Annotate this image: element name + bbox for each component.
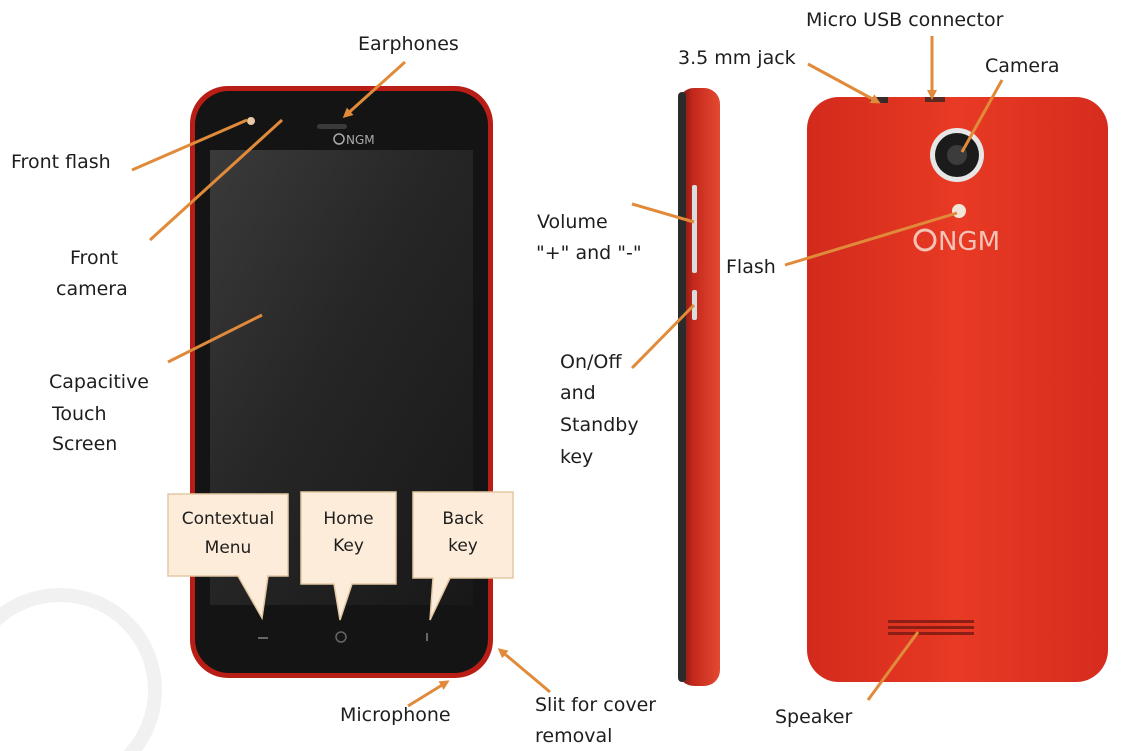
brand-front: NGM bbox=[346, 133, 375, 147]
speaker-grille bbox=[888, 620, 974, 635]
arrow-earphones bbox=[342, 60, 407, 119]
label-capacitive-1: Capacitive bbox=[49, 371, 150, 393]
label-camera: Camera bbox=[985, 55, 1060, 77]
brand-back: NGM bbox=[938, 227, 1000, 257]
label-jack: 3.5 mm jack bbox=[678, 47, 796, 69]
power-button bbox=[692, 290, 697, 320]
menu-key-icon bbox=[258, 637, 268, 639]
leader-lines bbox=[131, 36, 1004, 708]
label-microphone: Microphone bbox=[340, 704, 451, 726]
label-capacitive-3: Screen bbox=[52, 433, 118, 455]
earpiece-slot bbox=[317, 124, 347, 129]
label-front-camera-2: camera bbox=[56, 278, 128, 300]
label-flash: Flash bbox=[726, 256, 776, 278]
line-volume bbox=[631, 202, 695, 224]
line-flash bbox=[784, 211, 958, 267]
phone-side bbox=[678, 88, 720, 686]
arrow-microphone bbox=[407, 680, 450, 708]
label-volume-1: Volume bbox=[537, 211, 608, 233]
line-onoff bbox=[630, 303, 696, 370]
label-capacitive-2: Touch bbox=[52, 403, 107, 425]
volume-button bbox=[692, 185, 697, 273]
label-earphones: Earphones bbox=[358, 33, 459, 55]
label-front-camera-1: Front bbox=[70, 247, 119, 269]
callout-home-line1: Home bbox=[323, 509, 374, 529]
label-onoff-1: On/Off bbox=[560, 351, 622, 373]
label-slit-1: Slit for cover bbox=[535, 694, 657, 716]
ngm-logo-front-icon bbox=[333, 133, 345, 145]
callout-back-line2: key bbox=[448, 536, 478, 556]
label-onoff-4: key bbox=[560, 446, 594, 468]
phone-back: NGM bbox=[807, 97, 1108, 682]
callout-bubbles bbox=[167, 491, 514, 621]
callout-contextual-line1: Contextual bbox=[181, 509, 275, 529]
label-onoff-3: Standby bbox=[560, 414, 639, 436]
line-front-flash bbox=[131, 118, 248, 172]
front-flash-dot bbox=[247, 117, 255, 125]
label-volume-2: "+" and "-" bbox=[536, 242, 642, 264]
label-slit-2: removal bbox=[535, 725, 613, 747]
label-speaker: Speaker bbox=[775, 706, 853, 728]
callout-home-line2: Key bbox=[333, 536, 364, 556]
arrow-slit bbox=[497, 648, 551, 694]
line-capacitive bbox=[167, 313, 263, 364]
ngm-logo-back-icon bbox=[913, 228, 937, 252]
flash-led bbox=[952, 204, 966, 218]
back-key-icon bbox=[426, 633, 428, 641]
usb-slot bbox=[925, 97, 945, 102]
arrow-jack bbox=[807, 62, 881, 104]
label-onoff-2: and bbox=[560, 382, 596, 404]
side-body bbox=[678, 88, 720, 686]
back-cover bbox=[807, 97, 1108, 682]
callout-contextual-line2: Menu bbox=[204, 538, 252, 558]
side-edge bbox=[678, 92, 686, 682]
callout-back-bg bbox=[412, 491, 514, 621]
line-camera bbox=[960, 79, 1004, 153]
callout-back-line1: Back bbox=[442, 509, 484, 529]
callout-contextual-bg bbox=[167, 493, 289, 621]
line-front-camera bbox=[148, 118, 284, 242]
home-key-icon bbox=[335, 631, 347, 643]
callout-home-bg bbox=[300, 491, 397, 621]
label-micro-usb: Micro USB connector bbox=[806, 9, 1004, 31]
line-speaker bbox=[866, 631, 920, 701]
label-front-flash: Front flash bbox=[11, 151, 111, 173]
watermark-circle bbox=[0, 588, 162, 751]
